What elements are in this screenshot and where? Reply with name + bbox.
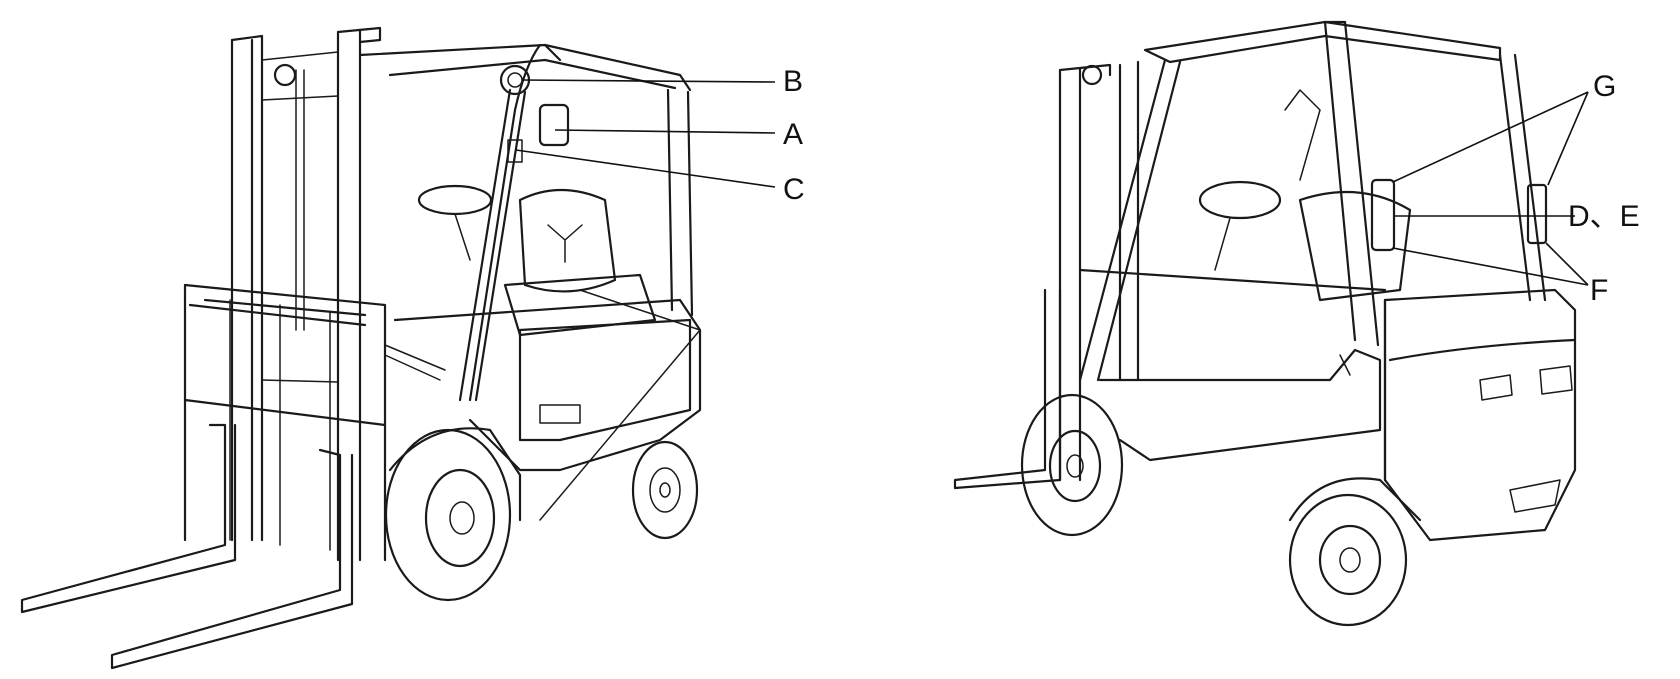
fork-left	[20, 423, 237, 614]
device-a	[538, 103, 570, 147]
callout-line-f-2	[1545, 242, 1589, 286]
rear-wheel	[631, 440, 699, 540]
rear-wheel-rear-view	[1288, 493, 1408, 627]
mast-right-upright	[336, 26, 382, 562]
steering-wheel	[417, 184, 493, 216]
label-b: B	[783, 65, 804, 98]
forklift-front-view	[20, 26, 702, 670]
callout-line-g-1	[1392, 91, 1589, 183]
rear-light-d-e-left	[1370, 178, 1396, 252]
overhead-guard	[358, 43, 692, 92]
callout-line-a	[554, 129, 776, 134]
forklift-rear-view	[953, 20, 1577, 627]
callout-line-c	[515, 149, 776, 188]
operator-seat	[518, 188, 617, 293]
steering-wheel-rear	[1198, 180, 1282, 220]
overhead-guard-rear	[1143, 20, 1502, 64]
counterweight	[1383, 288, 1577, 542]
fork-right	[110, 448, 354, 670]
mast-rear-view	[1058, 60, 1140, 482]
label-a: A	[783, 118, 804, 151]
callout-line-g-2	[1547, 91, 1589, 186]
label-d-e: D、E	[1568, 200, 1640, 233]
forklift-body-rear	[1078, 268, 1387, 462]
guard-front-leg	[458, 88, 527, 402]
front-wheel-rear-view	[1020, 393, 1124, 537]
guard-rear-leg	[666, 88, 694, 317]
mast-chain	[295, 69, 305, 331]
load-backrest	[183, 283, 387, 562]
rear-light-d-e-right	[1526, 183, 1548, 245]
callout-lines	[515, 79, 1589, 286]
callout-line-f-1	[1392, 247, 1589, 286]
callout-line-b	[521, 79, 776, 83]
fork-rear-view	[953, 288, 1062, 490]
mast-left-upright	[230, 34, 264, 542]
label-c: C	[783, 173, 805, 206]
forklift-body	[393, 298, 702, 472]
label-g: G	[1593, 70, 1617, 103]
label-f: F	[1590, 274, 1609, 307]
